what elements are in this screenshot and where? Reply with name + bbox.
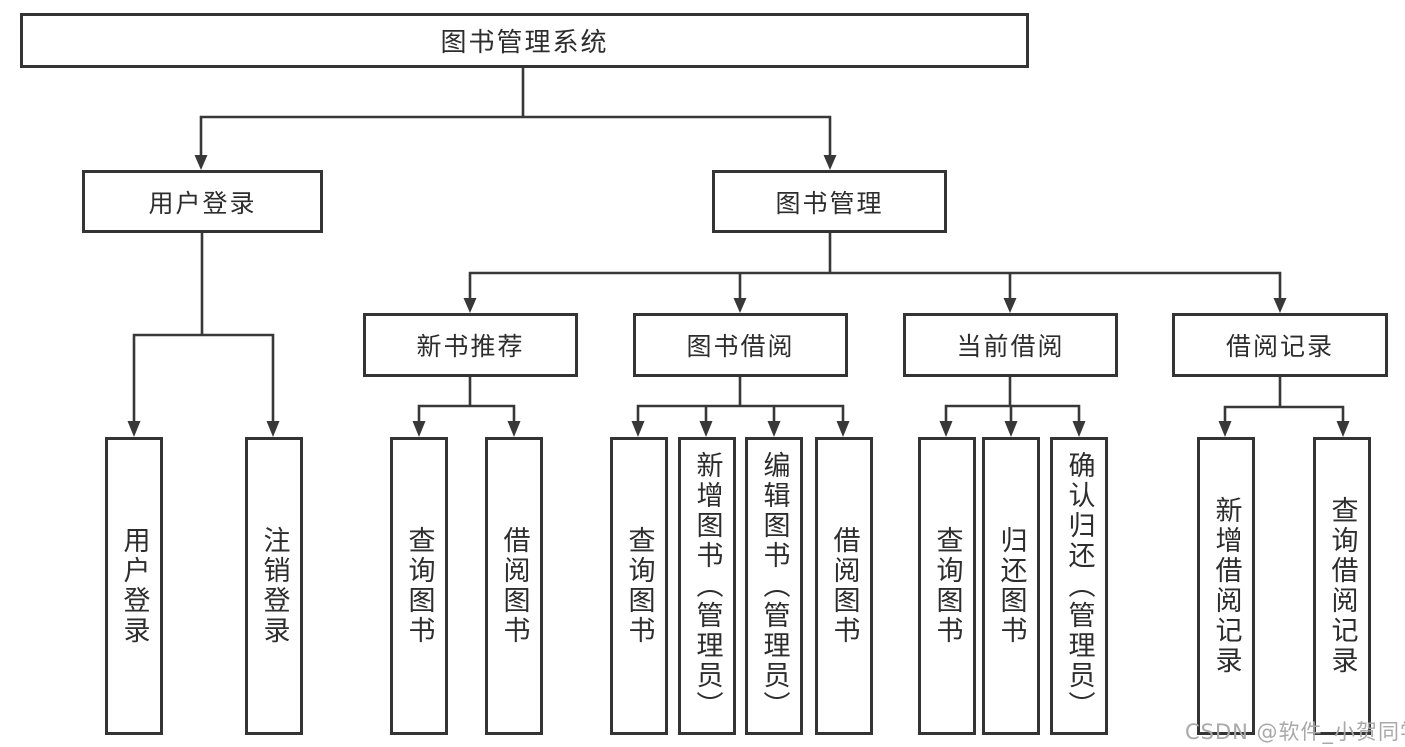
node-book-borrowing: 图书借阅 — [633, 313, 848, 377]
leaf-label: 新增借阅记录 — [1210, 496, 1242, 676]
node-user-login: 用户登录 — [82, 170, 323, 233]
leaf-label: 注销登录 — [258, 526, 290, 646]
node-label: 新书推荐 — [416, 332, 525, 361]
leaf-query-books: 查询图书 — [390, 437, 448, 735]
node-label: 用户登录 — [148, 188, 257, 218]
leaf-label: 确认归还（管理员） — [1063, 451, 1095, 721]
watermark-text: CSDN @软件_小贺同学 — [1185, 720, 1405, 744]
leaf-label: 用户登录 — [118, 526, 150, 646]
node-label: 当前借阅 — [956, 332, 1065, 361]
node-library-management-system: 图书管理系统 — [20, 13, 1029, 68]
node-label: 图书管理系统 — [440, 28, 609, 58]
leaf-query-books: 查询图书 — [610, 437, 668, 735]
leaf-label: 借阅图书 — [498, 526, 530, 646]
leaf-add-borrow-record: 新增借阅记录 — [1197, 437, 1255, 735]
leaf-confirm-return-admin: 确认归还（管理员） — [1050, 437, 1108, 735]
leaf-query-borrow-record: 查询借阅记录 — [1313, 437, 1371, 735]
node-label: 借阅记录 — [1225, 332, 1334, 361]
leaf-user-login: 用户登录 — [105, 437, 163, 735]
leaf-borrow-books: 借阅图书 — [815, 437, 873, 735]
leaf-label: 查询图书 — [931, 526, 963, 646]
leaf-label: 编辑图书（管理员） — [758, 451, 790, 721]
leaf-label: 借阅图书 — [828, 526, 860, 646]
leaf-label: 归还图书 — [995, 526, 1027, 646]
node-new-book-recommendation: 新书推荐 — [363, 313, 578, 377]
node-label: 图书管理 — [775, 188, 884, 218]
arrowheads — [127, 155, 1350, 437]
leaf-edit-books-admin: 编辑图书（管理员） — [745, 437, 803, 735]
node-label: 图书借阅 — [686, 332, 795, 361]
leaf-query-books: 查询图书 — [918, 437, 976, 735]
leaf-label: 查询借阅记录 — [1326, 496, 1358, 676]
node-borrowing-records: 借阅记录 — [1172, 313, 1388, 377]
node-book-management: 图书管理 — [712, 170, 947, 233]
leaf-logout: 注销登录 — [245, 437, 303, 735]
leaf-add-books-admin: 新增图书（管理员） — [678, 437, 736, 735]
leaf-borrow-books: 借阅图书 — [485, 437, 543, 735]
node-current-borrowing: 当前借阅 — [903, 313, 1118, 377]
leaf-label: 新增图书（管理员） — [691, 451, 723, 721]
leaf-label: 查询图书 — [623, 526, 655, 646]
leaf-return-books: 归还图书 — [982, 437, 1040, 735]
leaf-label: 查询图书 — [403, 526, 435, 646]
